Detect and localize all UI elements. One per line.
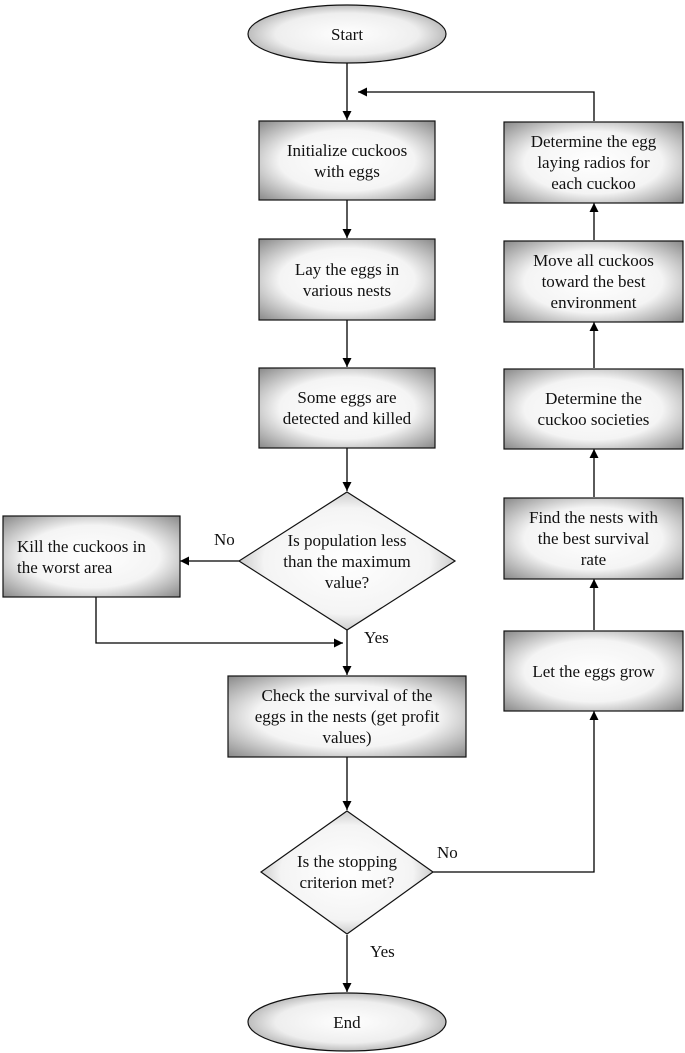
stop-check-label: Is the stopping criterion met?	[296, 852, 398, 892]
edge-stopcheck-grow	[433, 711, 599, 873]
edge-kill-merge	[95, 597, 343, 648]
grow-label: Let the eggs grow	[532, 661, 655, 681]
grow-process	[503, 630, 684, 712]
detect-label: Some eggs are detected and killed	[282, 388, 412, 428]
pop-no-label: No	[214, 530, 235, 549]
find-nests-label: Find the nests with the best survival ra…	[529, 508, 658, 569]
find-nests-process	[503, 497, 684, 580]
end-label: End	[333, 1012, 361, 1032]
check-survival-process	[227, 675, 467, 758]
init-label: Initialize cuckoos with eggs	[286, 140, 408, 181]
pop-yes-label: Yes	[364, 628, 389, 647]
societies-process	[503, 368, 684, 450]
check-survival-label: Check the survival of the eggs in the ne…	[254, 686, 440, 747]
kill-process	[2, 515, 181, 598]
edge-radius-loop	[358, 87, 595, 121]
stop-no-label: No	[437, 843, 458, 862]
lay-label: Lay the eggs in various nests	[294, 259, 400, 300]
init-process	[258, 120, 436, 201]
lay-process	[258, 238, 436, 321]
stop-check-decision	[259, 810, 435, 935]
end-terminal	[247, 992, 447, 1052]
start-label: Start	[330, 24, 364, 44]
kill-label: Kill the cuckoos in the worst area	[17, 536, 146, 577]
move-label: Move all cuckoos toward the best environ…	[533, 251, 654, 312]
radius-label: Determine the egg laying radios for each…	[530, 132, 657, 193]
stop-yes-label: Yes	[370, 942, 395, 961]
detect-process	[258, 367, 436, 449]
start-terminal	[247, 4, 447, 64]
societies-label: Determine the cuckoo societies	[537, 389, 650, 429]
move-process	[503, 240, 684, 323]
pop-check-decision	[237, 491, 457, 631]
radius-process	[503, 121, 684, 204]
pop-check-label: Is population less than the maximum valu…	[283, 530, 411, 592]
